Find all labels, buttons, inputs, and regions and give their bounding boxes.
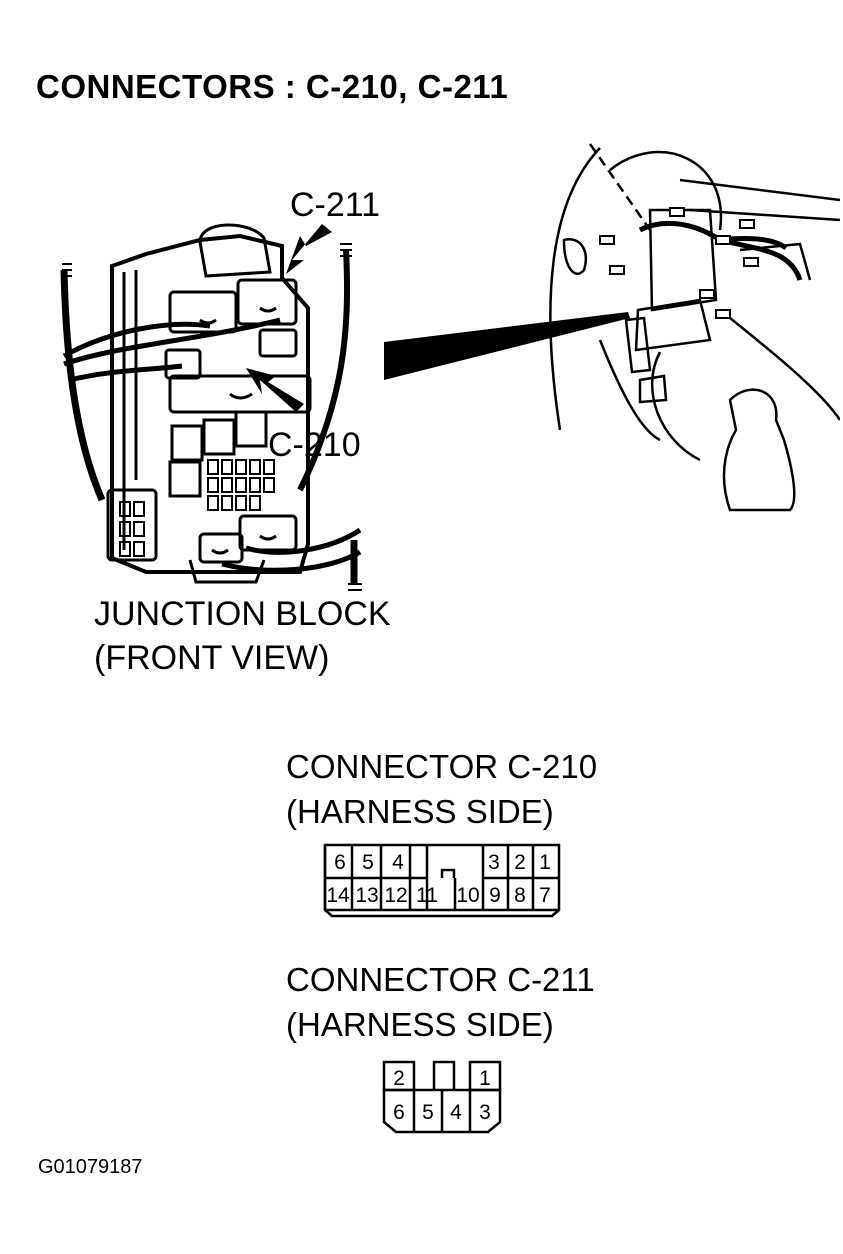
c211-pin: 2 [393,1067,405,1090]
junction-block-illustration [60,223,362,591]
connector-c211-diagram: 2 1 6 5 4 3 [382,1060,502,1134]
callout-c210: C-210 [268,426,361,464]
callout-c211: C-211 [290,186,381,224]
connector-c210-title: CONNECTOR C-210 [286,748,598,785]
c211-pin: 5 [422,1101,434,1124]
connector-c210-subtitle: (HARNESS SIDE) [286,793,554,830]
junction-block-view: (FRONT VIEW) [94,639,330,677]
page-title: CONNECTORS : C-210, C-211 [36,68,509,105]
connector-c210-diagram: 6 5 4 3 2 1 14 13 12 11 10 9 8 7 [323,843,561,918]
c210-pin: 11 [416,884,438,907]
c210-pin: 2 [514,851,526,874]
c210-pin: 4 [392,851,404,874]
c210-pin: 7 [539,884,551,907]
connector-c211-title: CONNECTOR C-211 [286,961,595,998]
leader-wedge [384,312,630,380]
c210-pin: 10 [456,884,479,907]
c210-pin: 9 [489,884,501,907]
c210-pin: 12 [384,884,407,907]
c210-pin: 14 [326,884,350,907]
c210-pin: 1 [539,851,551,874]
c211-pin: 6 [393,1101,405,1124]
c211-pin: 3 [479,1101,491,1124]
c210-pin: 13 [355,884,378,907]
c211-pin: 1 [479,1067,491,1090]
junction-block-title: JUNCTION BLOCK [94,595,391,633]
c210-pin: 3 [488,851,500,874]
connector-c211-caption: CONNECTOR C-211 (HARNESS SIDE) [286,957,595,1047]
c210-pin: 5 [362,851,374,874]
connector-c210-caption: CONNECTOR C-210 (HARNESS SIDE) [286,744,597,834]
connector-c211-subtitle: (HARNESS SIDE) [286,1006,554,1043]
figure-id: G01079187 [38,1156,143,1178]
junction-block-caption: JUNCTION BLOCK (FRONT VIEW) [94,592,391,680]
vehicle-location-view [549,143,840,512]
c211-pin: 4 [450,1101,462,1124]
c210-pin: 8 [514,884,526,907]
c210-pin: 6 [334,851,346,874]
